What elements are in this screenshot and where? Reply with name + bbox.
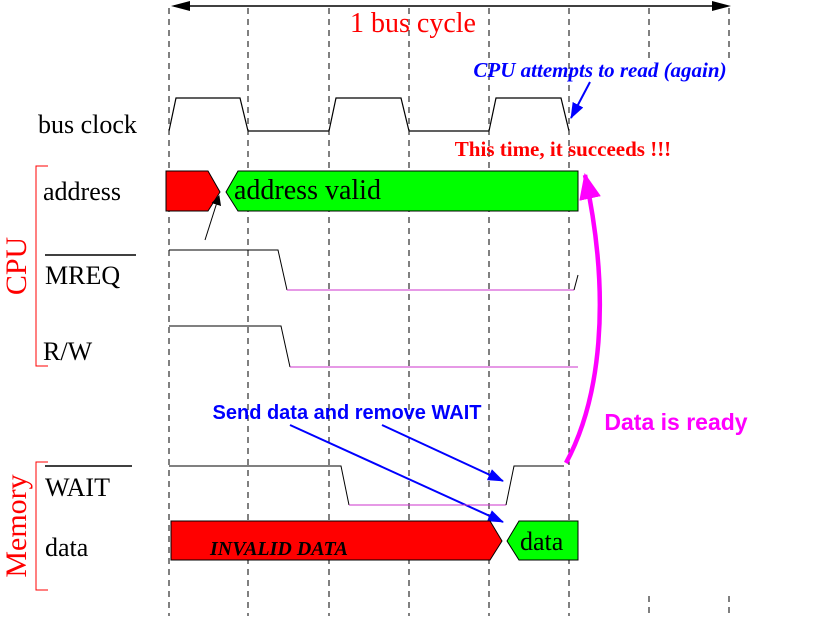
invalid-data-segment (170, 520, 503, 561)
cpu-read-again-note: CPU attempts to read (again) (473, 58, 726, 82)
bus-cycle-label: 1 bus cycle (350, 8, 476, 39)
address-label: address (43, 177, 121, 206)
data-valid-label: data (520, 527, 564, 556)
data-ready-arrow (564, 173, 603, 465)
data-label: data (45, 533, 89, 562)
cpu-read-again-arrow (570, 81, 591, 119)
wait-high-line (169, 465, 350, 506)
rw-high-line (169, 325, 291, 368)
send-data-arrow-wait (381, 424, 504, 482)
address-valid-segment (225, 170, 579, 212)
memory-group-label: Memory (0, 474, 33, 577)
succeeds-note: This time, it succeeds !!! (455, 137, 671, 161)
bus-clock-label: bus clock (38, 110, 137, 139)
mreq-rise-line (573, 274, 579, 291)
bus-cycle-span: 1 bus cycle (171, 1, 731, 39)
cpu-group-label: CPU (0, 236, 33, 295)
bus-clock-waveform (168, 97, 570, 132)
memory-bracket (35, 461, 48, 591)
address-valid-label: address valid (234, 175, 381, 206)
send-data-note: Send data and remove WAIT (213, 402, 482, 424)
wait-label: WAIT (45, 473, 110, 502)
bus-cycle-arrow-right (712, 1, 731, 11)
address-setup-arrow (204, 195, 222, 241)
mreq-label: MREQ (45, 261, 120, 290)
data-ready-note: Data is ready (604, 409, 747, 435)
send-data-arrow-data (289, 424, 504, 523)
mreq-high-line (169, 249, 288, 291)
cpu-bracket (35, 165, 48, 367)
wait-release-line (505, 465, 564, 506)
address-invalid-segment (165, 170, 221, 212)
invalid-data-label: INVALID DATA (209, 538, 348, 560)
bus-cycle-arrow-left (171, 1, 190, 11)
data-valid-segment (506, 520, 579, 561)
rw-label: R/W (43, 337, 93, 366)
